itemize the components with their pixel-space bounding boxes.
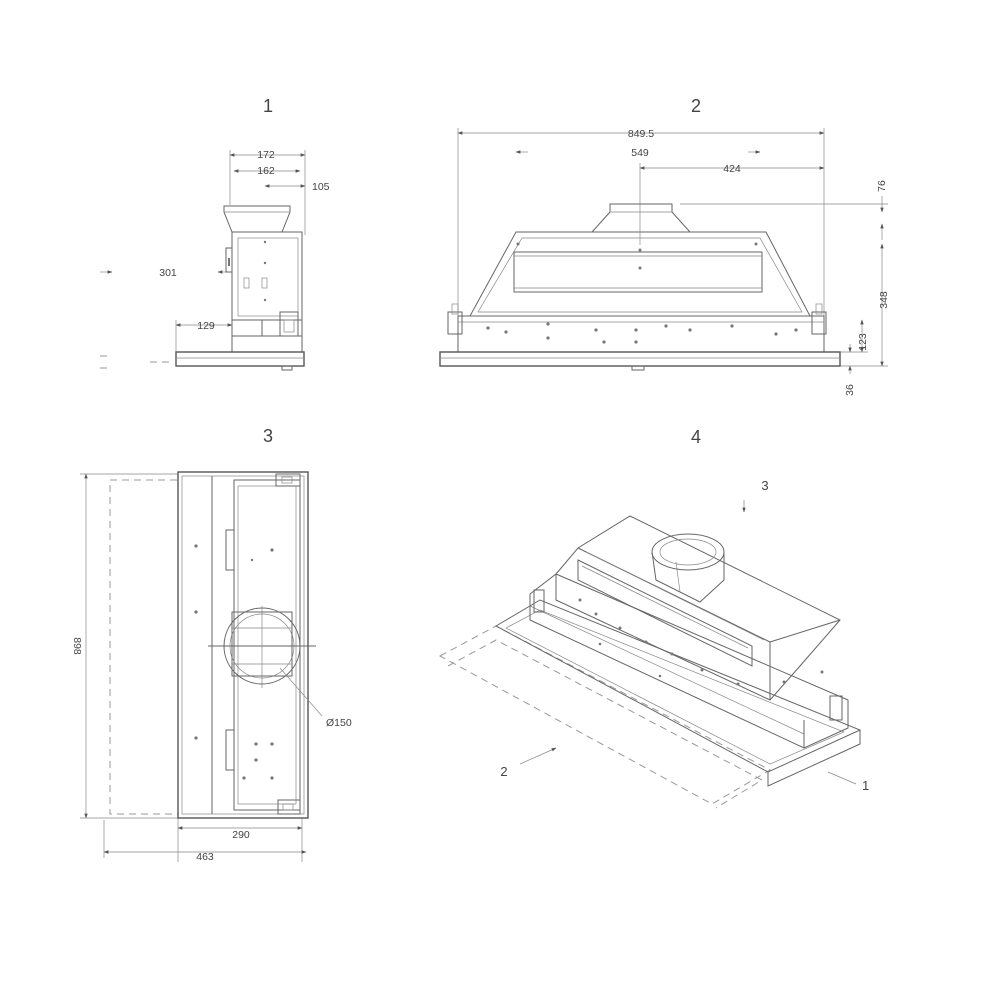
- view-label-4: 4: [691, 427, 701, 447]
- dim-301: 301: [159, 267, 177, 279]
- view-1-side-view: 172 162 105 301 129: [100, 149, 330, 371]
- dim-424: 424: [723, 163, 741, 175]
- frame-side: [175, 351, 305, 367]
- dim-849-5: 849.5: [628, 128, 654, 140]
- view-2-front-view: 849.5 549 424 76 348 123 36: [439, 128, 890, 396]
- view-label-2: 2: [691, 96, 701, 116]
- dim-898: 898: [71, 637, 83, 655]
- dim-leader-150: [279, 667, 323, 717]
- housing-side: [231, 231, 303, 321]
- frame-iso: [494, 599, 862, 773]
- frame-front: [439, 351, 841, 367]
- callout-leader-2: [519, 747, 557, 765]
- view-label-1: 1: [263, 96, 273, 116]
- dim-76: 76: [876, 180, 888, 192]
- dim-129: 129: [197, 320, 215, 332]
- callout-leader-1: [827, 771, 857, 785]
- view-3-bottom-view: 898 290 463 Ø150: [71, 471, 352, 863]
- dim-36: 36: [844, 384, 856, 396]
- frame-bottom: [177, 471, 309, 819]
- view-label-3: 3: [263, 426, 273, 446]
- dim-162: 162: [257, 165, 275, 177]
- dim-463: 463: [196, 851, 214, 863]
- collar-outline: [223, 205, 291, 233]
- dim-348: 348: [878, 291, 890, 309]
- dim-549: 549: [631, 147, 649, 159]
- housing-upper-iso: [555, 515, 841, 701]
- collar-iso: [651, 533, 725, 571]
- dim-150: Ø150: [326, 717, 352, 729]
- dashed-extension: [109, 479, 179, 815]
- callout-1: 1: [862, 778, 869, 793]
- dim-290: 290: [232, 829, 250, 841]
- collar-front: [590, 203, 692, 233]
- callout-2: 2: [500, 764, 507, 779]
- dashed-extension-iso: [438, 625, 772, 805]
- callout-3: 3: [761, 478, 768, 493]
- dim-123: 123: [857, 333, 869, 351]
- dim-172: 172: [257, 149, 275, 161]
- dim-105: 105: [312, 181, 330, 193]
- view-4-isometric-view: 1 2 3: [438, 478, 869, 809]
